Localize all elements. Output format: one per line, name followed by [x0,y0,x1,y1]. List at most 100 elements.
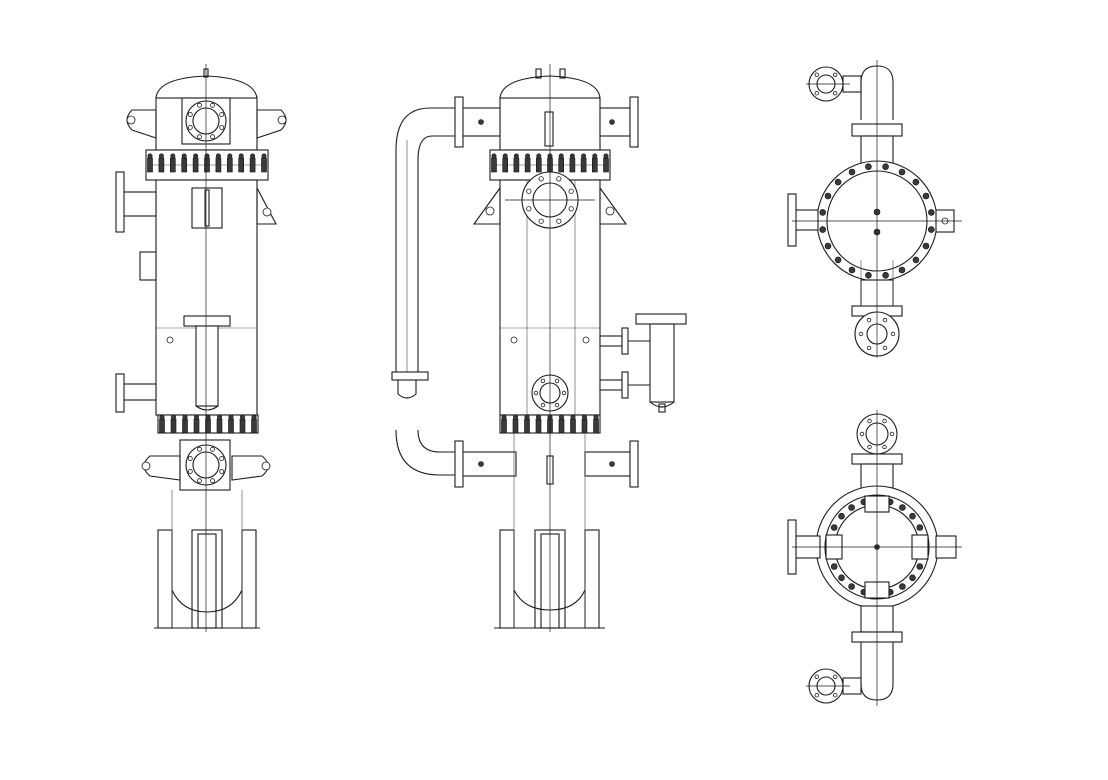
flange-stud [603,157,609,173]
bolt [538,176,544,182]
bolt [593,414,599,420]
bolt [261,153,267,159]
pot-cap [635,313,687,325]
bolt [909,512,916,520]
flange-stud [502,157,509,173]
top-plan-view [787,60,962,358]
right-upper-nozzle [599,107,631,137]
bolt [205,414,211,420]
bolt [898,266,906,274]
shell-port [166,336,174,344]
nozzle-bolt [478,119,484,125]
side-valve-lower [621,371,629,399]
bolt [859,431,865,437]
bolt [158,153,164,159]
bolt [570,414,576,420]
bolt [147,153,153,159]
lower-manway-bolts [533,378,567,408]
bolt [927,226,935,233]
flange-stud [570,418,576,434]
front-elevation-view [115,64,287,632]
bolt [833,674,838,679]
flange-stud [491,157,497,173]
bracket-right [256,187,277,225]
bolt [526,206,532,212]
bolt [814,693,819,698]
top-vent-nozzle [535,68,542,79]
flange-stud [251,418,257,434]
side-nozzle-lower [121,383,157,401]
flange-stud [227,157,233,173]
bolt [170,153,176,159]
outlet-flange-front [179,439,231,491]
flange-stud [147,157,153,173]
bolt [581,414,587,420]
bolt [513,153,519,159]
bolt [867,418,872,424]
flange-stud [239,418,246,434]
bolt [197,446,202,452]
bolt [916,524,924,531]
lower-flange-bolts [501,414,599,434]
bolt [554,402,560,408]
bolt [524,414,530,420]
flange-stud [182,418,188,434]
lower-flange-bolts [159,414,257,434]
flange-stud [193,418,200,434]
flange-stud [524,418,530,434]
flange-stud [204,157,210,173]
bottom-dome [171,589,243,613]
plan-side-nozzle [793,209,819,231]
flange-stud [593,418,599,434]
bolt [833,72,838,77]
plan-small-flange-bolts [814,72,838,96]
leg-left [499,529,515,629]
bolt [922,192,930,200]
bracket-hole [262,207,272,217]
plan-top-flange-bolts [859,418,895,450]
flange-stud [216,418,223,434]
bracket-hole-right [605,206,615,216]
side-branch-upper [599,335,623,347]
bolt [882,317,888,323]
bolt [592,153,598,159]
flange-stud [524,157,531,173]
plan-lower-flange-bolts [858,317,896,351]
lower-nozzle-bolt [478,461,484,467]
side-flange-lower [115,373,125,413]
bolt [240,414,246,420]
bolt [814,90,819,96]
flange-stud [591,157,598,173]
side-branch-lower [599,379,623,391]
bolt [512,414,518,420]
flange-stud [558,157,565,173]
bolt [556,176,562,182]
side-valve-upper [621,327,629,355]
side-elevation-view [391,64,687,632]
bypass-lower-outer [395,429,455,476]
bolt [554,378,560,384]
bolt [219,112,225,117]
bolt [834,256,842,264]
bolt [197,102,202,108]
bolt [193,153,199,159]
bolt [210,134,215,140]
flange-stud [535,157,542,173]
side-filter-pot [649,323,675,403]
bolt [228,414,234,420]
bolt [556,218,562,224]
bolt [558,153,564,159]
bypass-flange [391,371,429,381]
bolt [525,153,531,159]
bolt [848,266,856,274]
internal-slot-bar [204,189,210,227]
bolt [502,153,508,159]
flange-stud [580,157,587,173]
bolt [848,583,855,590]
side-nozzle-upper [121,191,157,217]
flange-stud [581,418,588,434]
bolt [536,153,542,159]
leg-left [157,529,173,629]
bolt [187,456,193,461]
